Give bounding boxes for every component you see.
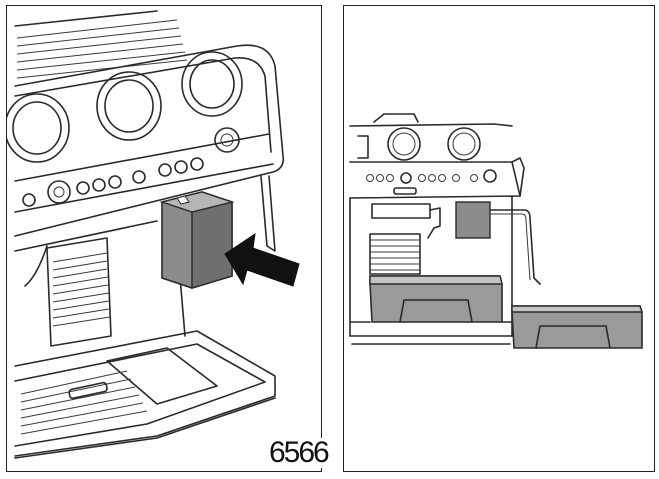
overview-gauges (357, 127, 481, 161)
overview-illustration (349, 113, 643, 349)
overview-grille (369, 233, 421, 275)
pressure-gauges (7, 51, 243, 163)
right-panel-overview (343, 5, 655, 472)
removable-tank-part (159, 191, 235, 289)
control-buttons (22, 127, 240, 207)
drip-tray (14, 330, 276, 459)
overview-tank-block (455, 201, 491, 239)
inserted-drip-tray (369, 275, 503, 323)
closeup-illustration (7, 10, 300, 459)
removed-drip-tray (511, 305, 643, 349)
insert-arrow-icon (224, 232, 300, 287)
overview-buttons (366, 169, 497, 184)
machine-body-outline (14, 44, 285, 237)
left-panel-closeup (6, 5, 322, 472)
overview-steam-wand (489, 209, 541, 285)
steam-wand (260, 175, 276, 252)
top-vent-grille (14, 10, 188, 79)
figure-number: 6566 (268, 436, 330, 469)
side-grille (46, 237, 112, 347)
